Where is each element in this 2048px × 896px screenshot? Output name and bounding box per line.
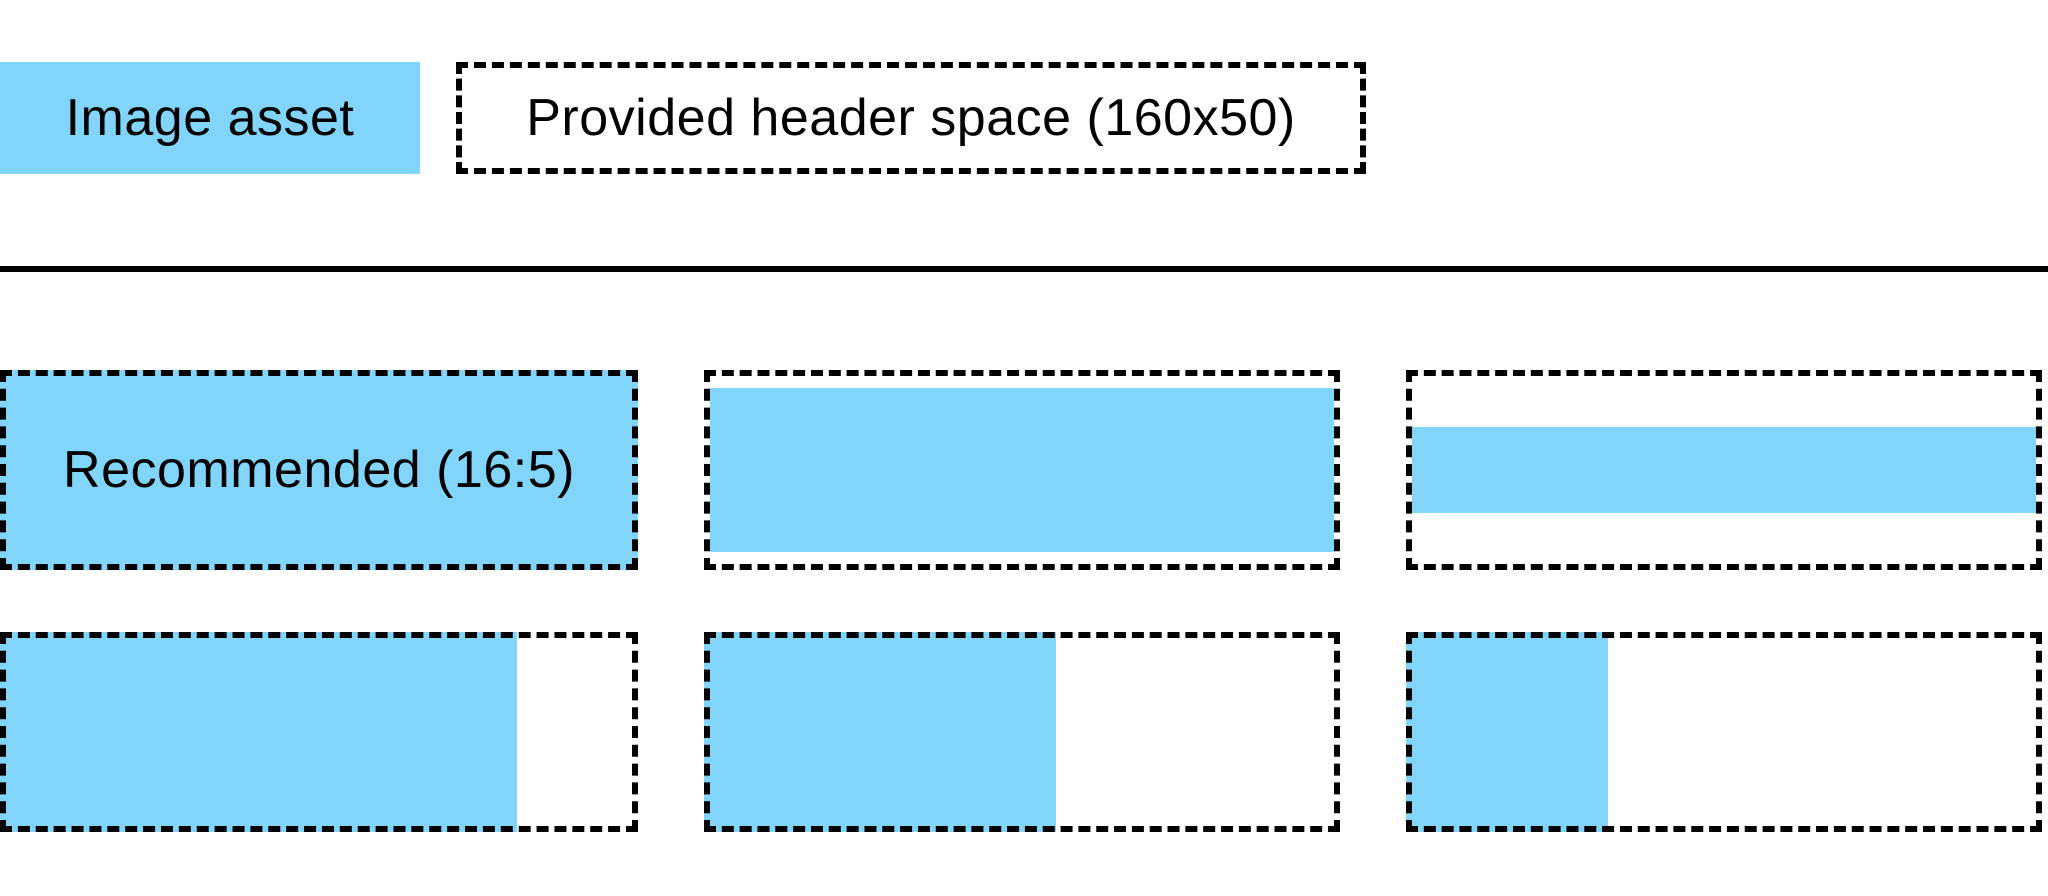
example-box-partial-width-large: [0, 632, 638, 832]
image-asset-fill: [704, 632, 1056, 832]
example-box-partial-width-small: [1406, 632, 2042, 832]
provided-header-space-box: Provided header space (160x50): [456, 62, 1366, 174]
example-box-partial-width-medium: [704, 632, 1340, 832]
image-asset-fill: [0, 370, 638, 570]
dashed-outline: [1406, 370, 2042, 570]
divider-line: [0, 266, 2048, 272]
image-asset-label: Image asset: [65, 89, 355, 147]
dashed-outline: [0, 632, 638, 832]
recommended-label: Recommended (16:5): [63, 441, 575, 499]
image-asset-fill: [710, 388, 1334, 552]
example-box-recommended: Recommended (16:5): [0, 370, 638, 570]
dashed-outline: [1406, 632, 2042, 832]
example-box-letterboxed: [704, 370, 1340, 570]
image-asset-fill: [1412, 427, 2036, 513]
dashed-outline: [704, 632, 1340, 832]
image-asset-swatch: Image asset: [0, 62, 420, 174]
provided-header-space-label: Provided header space (160x50): [526, 89, 1296, 147]
example-box-wide-band: [1406, 370, 2042, 570]
dashed-outline: [0, 370, 638, 570]
image-asset-fill: [0, 632, 517, 832]
dashed-outline: [704, 370, 1340, 570]
image-asset-fill: [1406, 632, 1609, 832]
